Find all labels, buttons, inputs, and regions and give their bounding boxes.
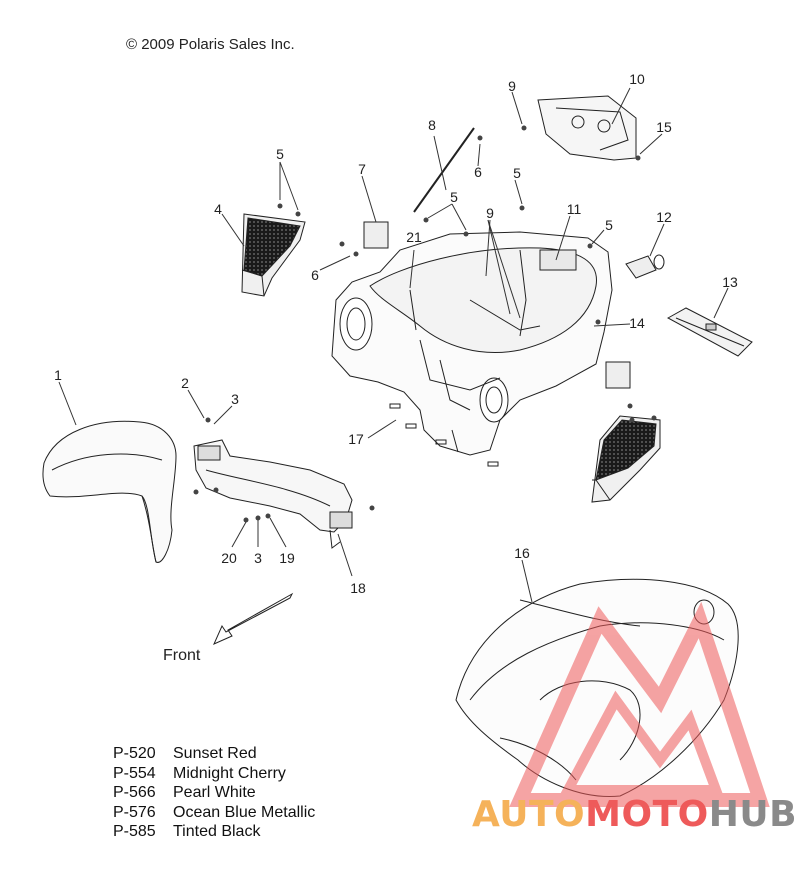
part-plate-13 <box>666 307 753 357</box>
callout-9: 9 <box>508 78 516 94</box>
front-label: Front <box>163 647 201 664</box>
copyright-text: © 2009 Polaris Sales Inc. <box>126 36 295 53</box>
part-speaker-grille-right <box>591 415 661 503</box>
callout-5: 5 <box>605 217 613 233</box>
callout-7: 7 <box>358 161 366 177</box>
legend-name: Tinted Black <box>173 823 261 840</box>
callout-17: 17 <box>348 431 364 447</box>
watermark-logo-icon <box>509 601 770 807</box>
callout-10: 10 <box>629 71 645 87</box>
part-bracket-right <box>605 361 631 389</box>
callout-21: 21 <box>406 229 422 245</box>
callout-18: 18 <box>350 580 366 596</box>
fastener-icons <box>193 125 657 523</box>
callout-2: 2 <box>181 375 189 391</box>
callout-11: 11 <box>567 201 582 217</box>
watermark-text: AUTOMOTOHUB <box>472 794 797 835</box>
part-inner-fairing <box>331 231 613 456</box>
callout-12: 12 <box>656 209 672 225</box>
legend-code: P-554 <box>113 764 156 782</box>
leader-lines <box>58 87 729 603</box>
callout-20: 20 <box>221 550 237 566</box>
part-gauge-bracket <box>537 95 637 161</box>
callout-5: 5 <box>276 146 284 162</box>
callout-19: 19 <box>279 550 295 566</box>
legend-name: Sunset Red <box>173 745 257 762</box>
part-clip-17 <box>389 403 401 409</box>
legend-row: P-585 Tinted Black <box>113 822 315 842</box>
callout-4: 4 <box>214 201 222 217</box>
legend-code: P-566 <box>113 784 156 801</box>
legend-code: P-576 <box>113 803 156 821</box>
callout-16: 16 <box>514 545 530 561</box>
legend-row: P-576 Ocean Blue Metallic <box>113 803 315 823</box>
legend-name: Midnight Cherry <box>173 764 286 782</box>
callout-labels: 1 2 3 3 4 5 5 5 5 6 6 7 8 9 9 10 11 12 1… <box>54 71 738 596</box>
callout-3: 3 <box>231 391 239 407</box>
part-connector-12 <box>625 254 665 279</box>
watermark-part-auto: AUTO <box>472 794 586 835</box>
part-bracket-11 <box>539 249 577 271</box>
callout-8: 8 <box>428 117 436 133</box>
callout-14: 14 <box>629 315 645 331</box>
part-lower-panel <box>193 439 353 549</box>
part-speaker-grille-left <box>241 213 306 297</box>
legend-name: Ocean Blue Metallic <box>173 803 316 821</box>
part-rod-8 <box>413 127 475 213</box>
legend-row: P-554 Midnight Cherry <box>113 764 315 784</box>
color-legend: P-520 Sunset Red P-554 Midnight Cherry P… <box>113 744 315 842</box>
callout-9: 9 <box>486 205 494 221</box>
callout-13: 13 <box>722 274 738 290</box>
legend-row: P-520 Sunset Red <box>113 744 315 764</box>
part-fairing-front <box>42 420 177 563</box>
callout-3: 3 <box>254 550 262 566</box>
legend-code: P-585 <box>113 823 156 840</box>
watermark-part-moto: MOTO <box>585 794 709 835</box>
callout-15: 15 <box>656 119 672 135</box>
legend-name: Pearl White <box>173 784 256 801</box>
legend-row: P-566 Pearl White <box>113 783 315 803</box>
callout-6: 6 <box>474 164 482 180</box>
watermark-part-hub: HUB <box>708 794 798 835</box>
callout-5: 5 <box>513 165 521 181</box>
legend-code: P-520 <box>113 745 156 762</box>
callout-1: 1 <box>54 367 62 383</box>
callout-6: 6 <box>311 267 319 283</box>
callout-5: 5 <box>450 189 458 205</box>
part-bracket-7 <box>363 221 389 249</box>
front-arrow-icon <box>213 592 294 645</box>
